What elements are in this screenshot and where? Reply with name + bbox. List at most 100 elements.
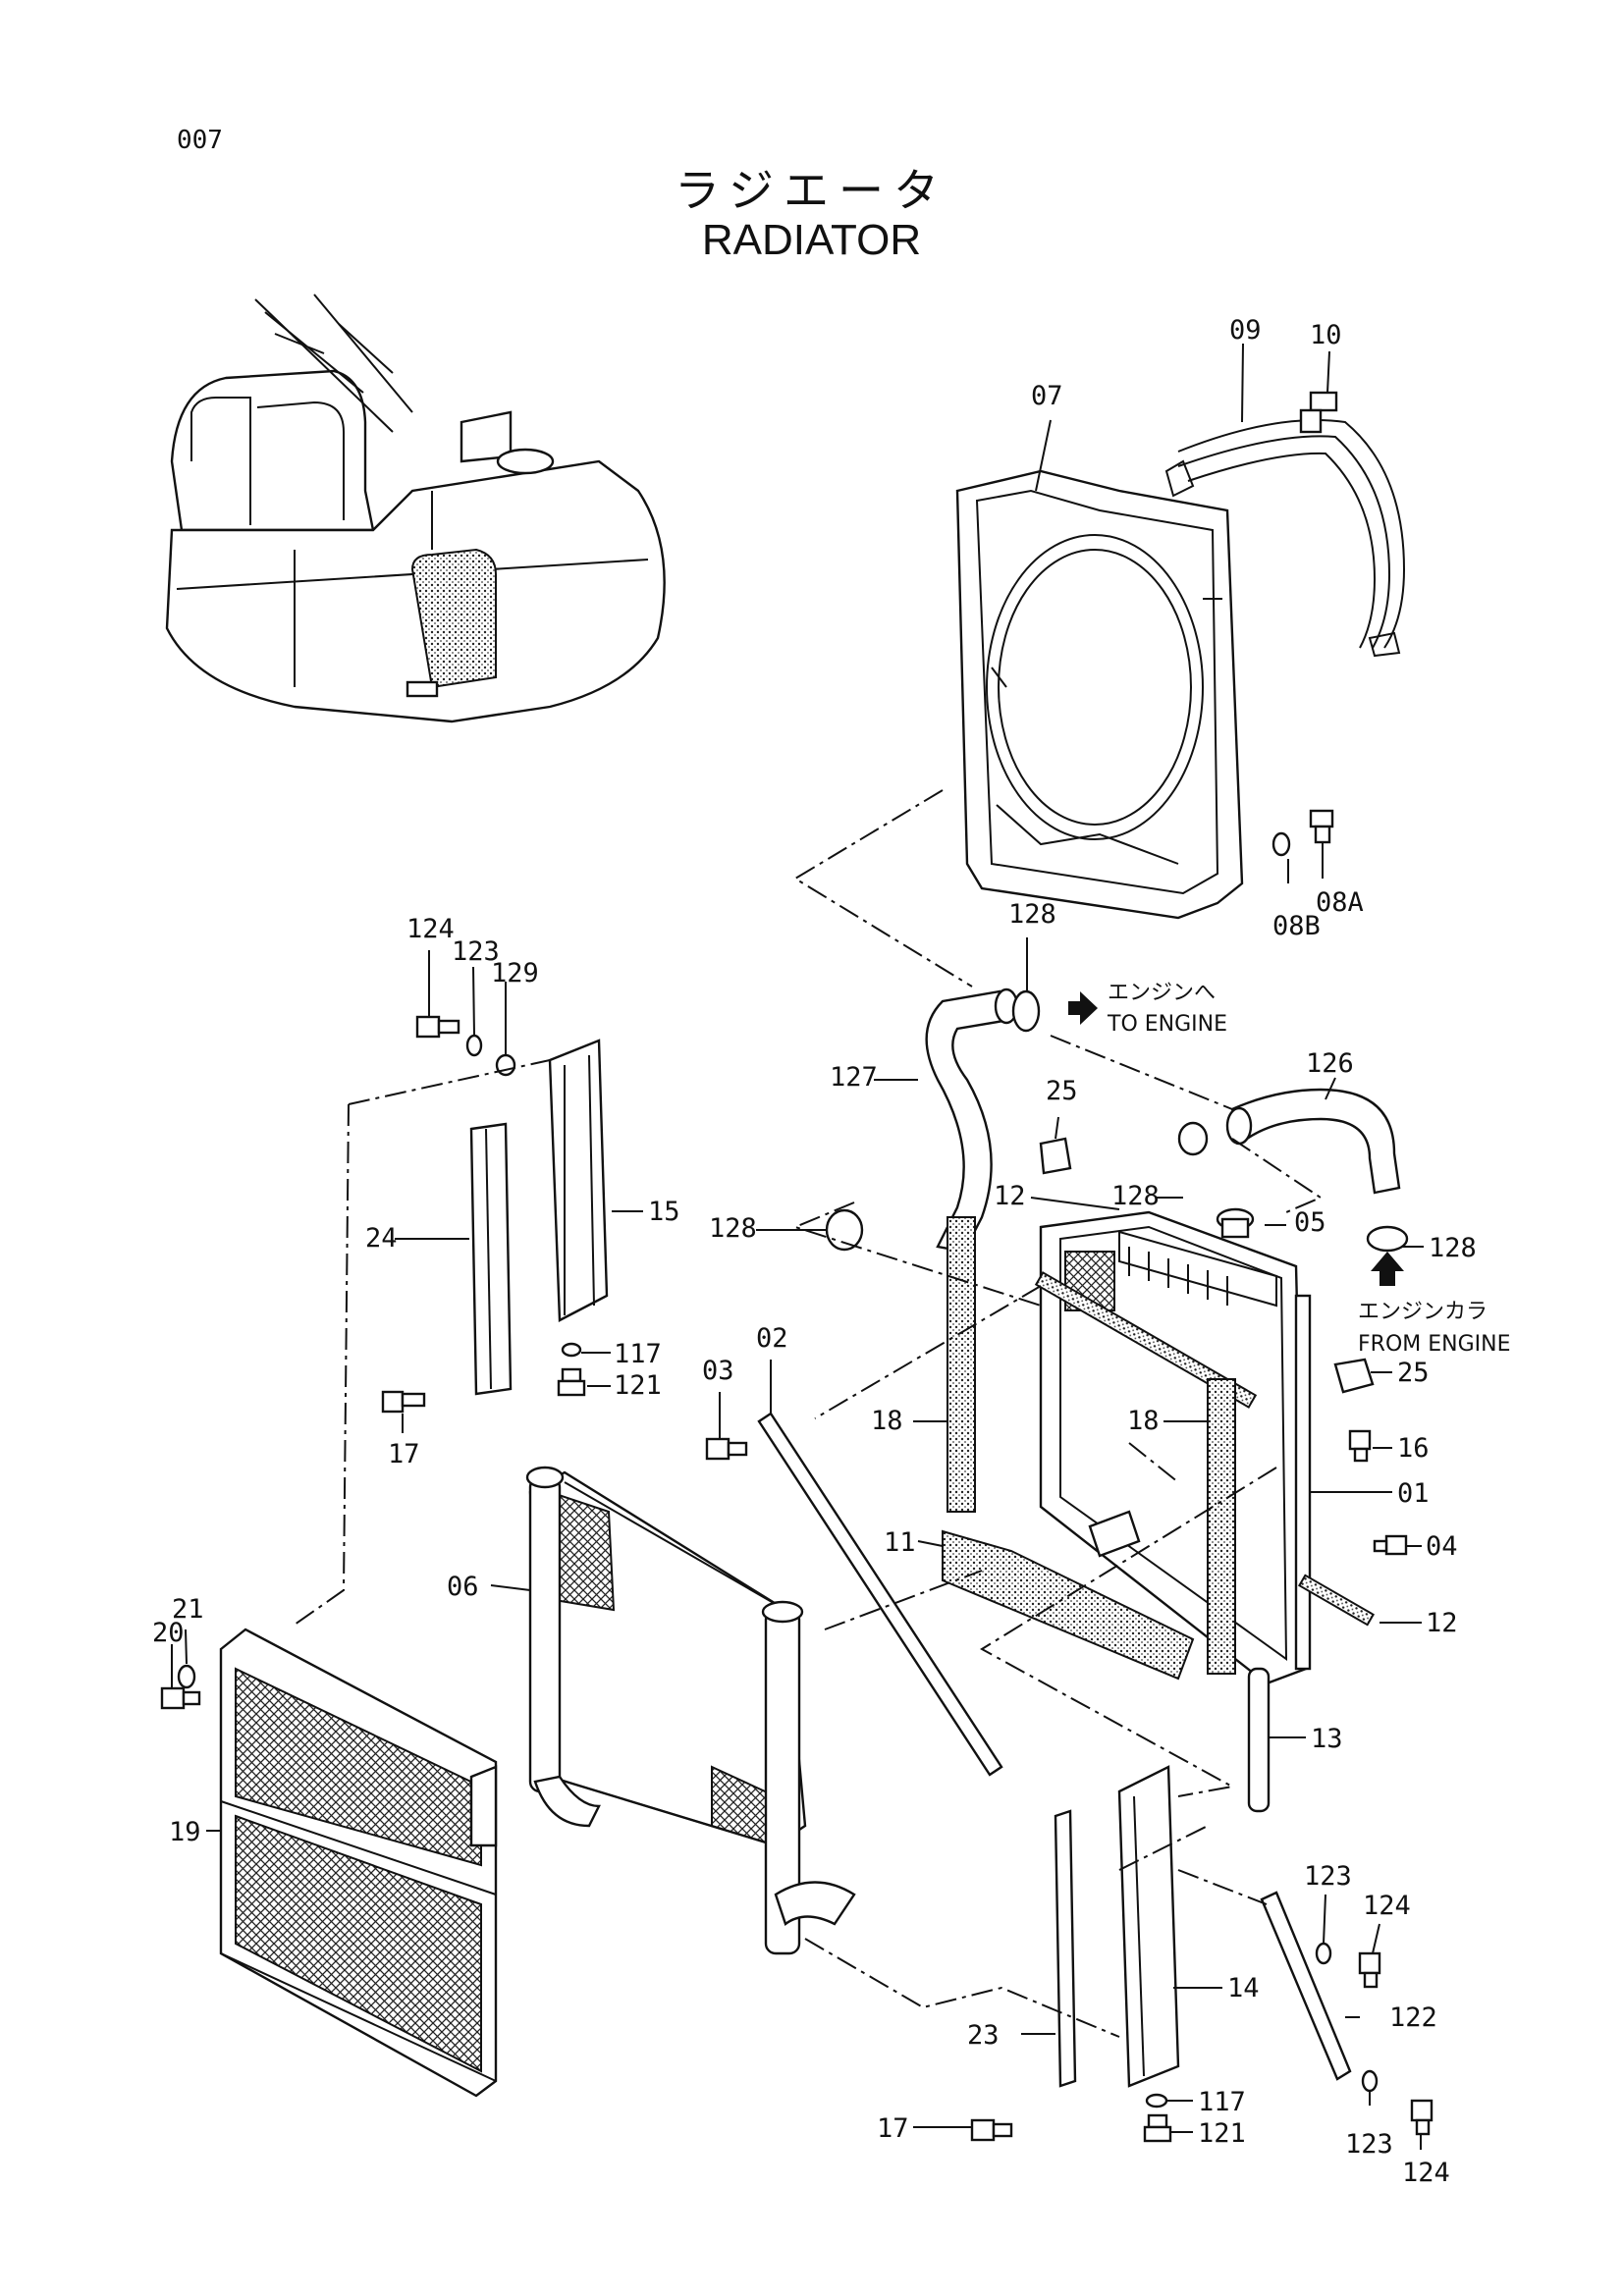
arrow-up-icon — [1371, 1252, 1404, 1286]
note-from-engine-jp: エンジンカラ — [1358, 1300, 1488, 1324]
washer-123 — [1361, 2069, 1379, 2093]
hose-clamp-128 — [1011, 989, 1041, 1033]
part-number-labels: 09 10 07 08A 08B 124 123 129 128 127 126… — [152, 315, 1477, 2188]
label-16: 16 — [1397, 1433, 1430, 1464]
bolt-121 — [1143, 2113, 1172, 2143]
label-14: 14 — [1227, 1973, 1260, 2003]
label-124: 124 — [406, 914, 455, 944]
label-03: 03 — [702, 1356, 734, 1386]
label-117: 117 — [614, 1339, 662, 1369]
bolt-08a — [1309, 809, 1334, 844]
lower-hose-126 — [1230, 1088, 1401, 1195]
excavator-overview-illustration — [165, 294, 666, 723]
note-to-engine-en: TO ENGINE — [1107, 1012, 1227, 1037]
label-02: 02 — [756, 1323, 788, 1354]
label-08b: 08B — [1272, 911, 1321, 941]
washer-117 — [1145, 2093, 1168, 2109]
label-23: 23 — [967, 2020, 1000, 2051]
stay-14 — [1117, 1765, 1180, 2088]
label-123: 123 — [1345, 2129, 1393, 2160]
diagram-title-english: RADIATOR — [701, 216, 922, 264]
label-17: 17 — [877, 2113, 909, 2144]
hose-clamp-128 — [1366, 1225, 1409, 1253]
upper-hose-127 — [925, 989, 1005, 1254]
washer-21 — [177, 1664, 196, 1689]
label-18: 18 — [1127, 1406, 1160, 1436]
label-15: 15 — [648, 1197, 680, 1227]
label-123: 123 — [452, 936, 500, 967]
label-11: 11 — [884, 1527, 916, 1558]
seal-sponge-18 — [1207, 1378, 1236, 1675]
label-04: 04 — [1426, 1531, 1458, 1562]
arrow-right-icon — [1068, 991, 1098, 1025]
washer-123 — [465, 1034, 483, 1057]
bolt-121 — [557, 1367, 586, 1397]
label-122: 122 — [1389, 2002, 1437, 2033]
label-126: 126 — [1306, 1048, 1354, 1079]
label-129: 129 — [491, 958, 539, 988]
label-128: 128 — [1008, 899, 1056, 930]
bracket-25 — [1039, 1137, 1072, 1175]
label-08a: 08A — [1316, 887, 1364, 918]
label-117: 117 — [1198, 2087, 1246, 2117]
bracket-25 — [1333, 1358, 1375, 1394]
label-124: 124 — [1363, 1891, 1411, 1921]
assembly-lines — [294, 789, 1324, 2038]
radiator-cap-05 — [1216, 1207, 1255, 1239]
label-13: 13 — [1311, 1724, 1343, 1754]
side-plate-24 — [469, 1122, 513, 1396]
bolt-17 — [381, 1390, 426, 1414]
leader-lines — [171, 343, 1424, 2150]
diagram-title-japanese: ラジエータ — [674, 164, 949, 217]
bolt-124 — [1358, 1951, 1381, 1989]
bolt-16 — [1348, 1429, 1372, 1463]
stay-23 — [1054, 1809, 1077, 2088]
bolt-17 — [970, 2118, 1013, 2142]
label-124: 124 — [1402, 2158, 1450, 2188]
label-09: 09 — [1229, 315, 1262, 346]
seal-sponge-18 — [947, 1216, 976, 1513]
side-plate-15 — [548, 1039, 609, 1322]
label-24: 24 — [365, 1223, 398, 1254]
label-07: 07 — [1031, 381, 1063, 411]
label-18: 18 — [871, 1406, 903, 1436]
label-121: 121 — [614, 1370, 662, 1401]
label-10: 10 — [1310, 320, 1342, 350]
label-06: 06 — [447, 1572, 479, 1602]
label-121: 121 — [1198, 2118, 1246, 2149]
label-20: 20 — [152, 1618, 185, 1648]
hose-end — [1225, 1106, 1253, 1146]
rod-122 — [1260, 1891, 1352, 2081]
label-128: 128 — [1429, 1233, 1477, 1263]
bolt-124 — [415, 1015, 460, 1039]
label-127: 127 — [830, 1062, 878, 1093]
label-12: 12 — [994, 1181, 1026, 1211]
seal-strip-12 — [1034, 1271, 1258, 1409]
label-123: 123 — [1304, 1861, 1352, 1892]
note-from-engine-en: FROM ENGINE — [1358, 1332, 1510, 1357]
washer-123 — [1315, 1942, 1332, 1965]
bolt-10 — [1299, 391, 1338, 434]
page-number: 007 — [177, 126, 223, 155]
oil-cooler-06 — [525, 1466, 856, 1955]
washer-08b — [1271, 831, 1291, 857]
seal-sponge-11 — [942, 1529, 1195, 1681]
washer-117 — [561, 1342, 582, 1358]
label-01: 01 — [1397, 1478, 1430, 1509]
seal-strip-12 — [1297, 1574, 1376, 1627]
bolt-03 — [705, 1437, 748, 1461]
note-to-engine-jp: エンジンへ — [1108, 981, 1216, 1005]
label-19: 19 — [169, 1817, 201, 1847]
front-screen-19 — [219, 1628, 498, 2098]
label-128: 128 — [709, 1213, 757, 1244]
label-17: 17 — [388, 1439, 420, 1469]
radiator-core-01 — [1039, 1210, 1312, 1685]
label-128: 128 — [1111, 1181, 1160, 1211]
label-25: 25 — [1046, 1076, 1078, 1106]
bolt-124 — [1410, 2099, 1434, 2136]
flow-notes: エンジンへ TO ENGINE エンジンカラ FROM ENGINE — [1107, 981, 1510, 1357]
pipe-13 — [1247, 1667, 1271, 1813]
label-05: 05 — [1294, 1207, 1326, 1238]
